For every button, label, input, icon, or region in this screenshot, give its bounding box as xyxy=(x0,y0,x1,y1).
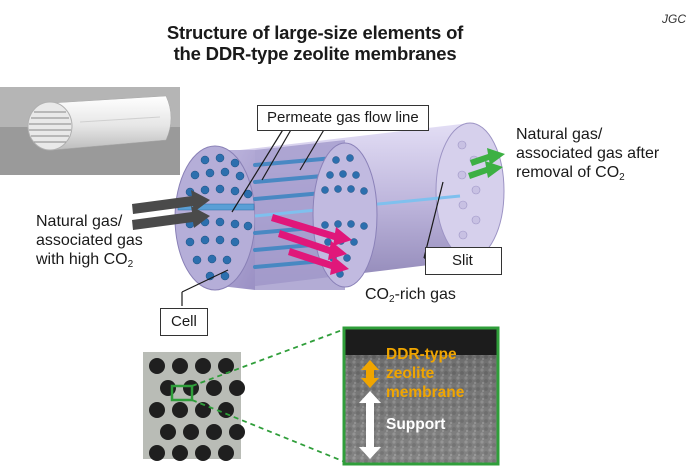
diagram-title: Structure of large-size elements of the … xyxy=(150,22,480,64)
inlet-gas-label: Natural gas/ associated gas with high CO… xyxy=(36,213,143,270)
sem-image xyxy=(342,326,500,466)
support-layer-label: Support xyxy=(386,416,446,433)
element-photo xyxy=(0,87,180,175)
credit-label: JGC xyxy=(662,12,686,26)
inlet-arrows xyxy=(132,190,210,230)
membrane-layer-label: DDR-type zeolite membrane xyxy=(386,346,465,401)
callout-dashed-lines xyxy=(191,328,346,463)
title-line-1: Structure of large-size elements of xyxy=(166,22,464,43)
co2-rich-gas-label: CO2-rich gas xyxy=(365,286,456,305)
outlet-gas-label: Natural gas/ associated gas after remova… xyxy=(516,126,660,183)
co2-arrows xyxy=(271,214,352,275)
title-line-2: the DDR-type zeolite membranes xyxy=(173,43,457,64)
slit-label: Slit xyxy=(425,247,502,275)
permeate-gas-flow-line-label: Permeate gas flow line xyxy=(257,105,429,131)
outlet-arrows xyxy=(468,148,505,179)
cell-label: Cell xyxy=(160,308,208,336)
cell-micrograph xyxy=(143,352,245,461)
